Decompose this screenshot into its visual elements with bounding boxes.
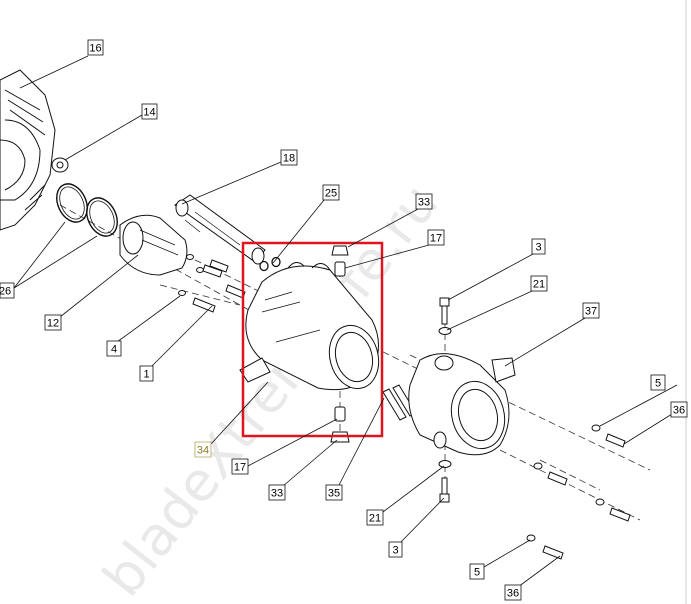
callout-14-label: 14 bbox=[143, 107, 155, 119]
callout-33-bottom-label: 33 bbox=[271, 488, 283, 500]
callout-34: 34 bbox=[194, 441, 212, 458]
callout-37-label: 37 bbox=[585, 306, 597, 318]
callout-33-top-label: 33 bbox=[418, 197, 430, 209]
callout-3-bottom: 3 bbox=[388, 541, 403, 558]
callout-36-bottom-label: 36 bbox=[507, 588, 519, 600]
callout-1-label: 1 bbox=[143, 369, 149, 381]
callout-17-bottom: 17 bbox=[231, 458, 249, 475]
part-16-housing bbox=[0, 69, 56, 231]
part-18-bracket bbox=[174, 194, 266, 265]
callout-3-top-label: 3 bbox=[535, 242, 541, 254]
part-26-o-rings bbox=[56, 183, 118, 237]
callout-5-top-label: 5 bbox=[655, 378, 661, 390]
callout-3-bottom-label: 3 bbox=[392, 545, 398, 557]
callout-18: 18 bbox=[280, 149, 298, 166]
callout-12: 12 bbox=[44, 314, 62, 331]
callout-21-top: 21 bbox=[530, 275, 548, 292]
callout-1: 1 bbox=[139, 365, 154, 382]
callout-18-label: 18 bbox=[283, 153, 295, 165]
callout-25: 25 bbox=[322, 184, 340, 201]
callout-17-bottom-label: 17 bbox=[234, 462, 246, 474]
callout-33-top: 33 bbox=[415, 193, 433, 210]
callout-12-label: 12 bbox=[47, 318, 59, 330]
callout-17-top-label: 17 bbox=[430, 233, 442, 245]
callout-33-bottom: 33 bbox=[268, 484, 286, 501]
callout-36-top: 36 bbox=[670, 401, 688, 418]
callout-21-top-label: 21 bbox=[533, 279, 545, 291]
callout-25-label: 25 bbox=[325, 188, 337, 200]
callout-35: 35 bbox=[325, 484, 343, 501]
callout-26: 26 bbox=[0, 282, 15, 299]
callout-35-label: 35 bbox=[328, 488, 340, 500]
callout-4-label: 4 bbox=[111, 344, 117, 356]
callout-16: 16 bbox=[87, 39, 104, 56]
part-37-venturi-housing bbox=[408, 353, 516, 456]
callouts: 16 14 18 25 33 17 3 21 bbox=[0, 39, 688, 601]
leader-lines bbox=[13, 55, 678, 588]
highlight-box bbox=[241, 241, 384, 438]
callout-5-bottom: 5 bbox=[469, 563, 485, 580]
callout-5-bottom-label: 5 bbox=[474, 567, 480, 579]
callout-37: 37 bbox=[582, 302, 600, 319]
part-5-36-fasteners bbox=[526, 424, 631, 560]
callout-21-bottom: 21 bbox=[366, 509, 384, 526]
part-34-pump-housing bbox=[239, 262, 380, 391]
callout-4: 4 bbox=[106, 340, 122, 357]
part-14-bushing bbox=[51, 157, 69, 173]
callout-26-label: 26 bbox=[0, 286, 11, 298]
callout-36-top-label: 36 bbox=[673, 405, 685, 417]
callout-36-bottom: 36 bbox=[504, 584, 522, 601]
callout-3-top: 3 bbox=[531, 238, 546, 255]
callout-5-top: 5 bbox=[650, 374, 666, 391]
callout-21-bottom-label: 21 bbox=[369, 513, 381, 525]
callout-17-top: 17 bbox=[427, 229, 445, 246]
callout-16-label: 16 bbox=[89, 43, 101, 55]
callout-34-label: 34 bbox=[197, 445, 209, 457]
part-12-cone bbox=[119, 214, 188, 276]
part-25-small-o-rings bbox=[259, 256, 281, 272]
callout-14: 14 bbox=[141, 103, 158, 120]
